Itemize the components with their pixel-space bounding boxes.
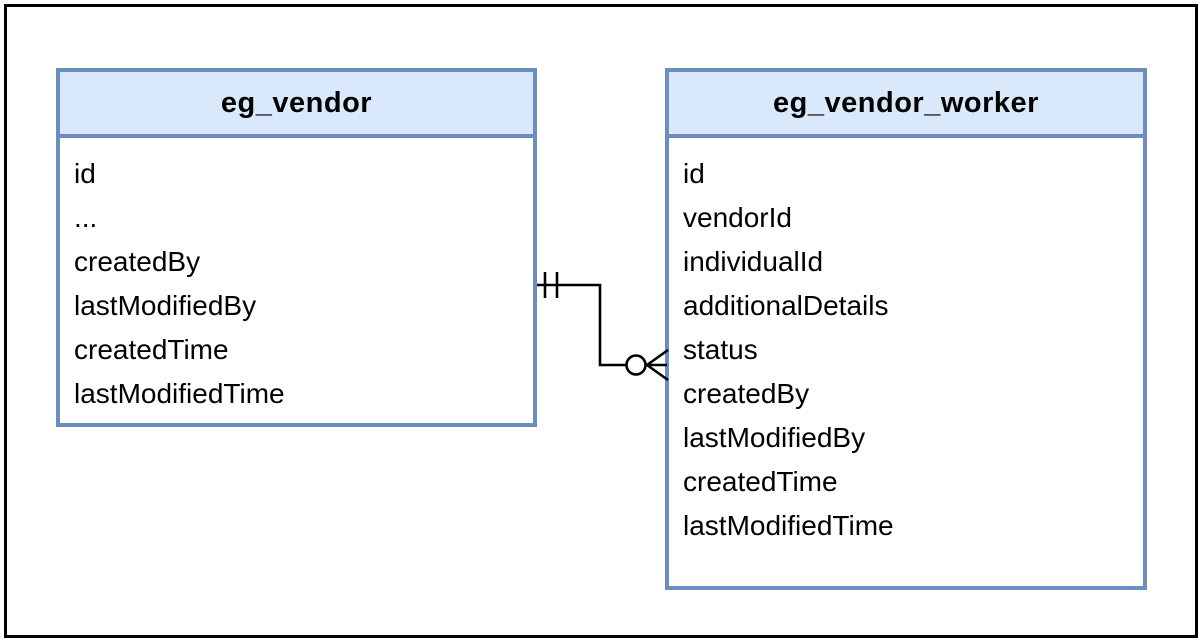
table-field-list: id vendorId individualId additionalDetai… <box>669 138 1143 586</box>
field-row[interactable]: status <box>683 328 1143 372</box>
field-row[interactable]: lastModifiedTime <box>683 504 1143 548</box>
page-border <box>4 4 1198 638</box>
field-row[interactable]: ... <box>74 196 533 240</box>
field-name: additionalDetails <box>683 290 889 321</box>
field-row[interactable]: vendorId <box>683 196 1143 240</box>
table-title: eg_vendor_worker <box>773 86 1039 119</box>
field-name: ... <box>74 202 98 233</box>
field-row[interactable]: createdTime <box>683 460 1143 504</box>
field-name: individualId <box>683 246 824 277</box>
field-row[interactable]: additionalDetails <box>683 284 1143 328</box>
field-row[interactable]: lastModifiedBy <box>74 284 533 328</box>
field-name: lastModifiedTime <box>683 510 894 541</box>
field-name: createdTime <box>74 334 229 365</box>
field-name: createdTime <box>683 466 838 497</box>
field-row[interactable]: lastModifiedBy <box>683 416 1143 460</box>
table-eg-vendor[interactable]: eg_vendor id ... createdBy lastModifiedB… <box>56 68 537 427</box>
table-header: eg_vendor_worker <box>669 72 1143 138</box>
field-name: lastModifiedBy <box>683 422 866 453</box>
field-row[interactable]: createdTime <box>74 328 533 372</box>
field-name: id <box>683 158 705 189</box>
table-field-list: id ... createdBy lastModifiedBy createdT… <box>60 138 533 423</box>
field-name: lastModifiedTime <box>74 378 285 409</box>
field-row[interactable]: createdBy <box>74 240 533 284</box>
field-row[interactable]: createdBy <box>683 372 1143 416</box>
field-row[interactable]: id <box>74 152 533 196</box>
field-row[interactable]: lastModifiedTime <box>74 372 533 416</box>
field-name: lastModifiedBy <box>74 290 257 321</box>
table-title: eg_vendor <box>220 86 373 119</box>
field-name: id <box>74 158 96 189</box>
field-name: vendorId <box>683 202 792 233</box>
field-name: status <box>683 334 758 365</box>
table-header: eg_vendor <box>60 72 533 138</box>
field-row[interactable]: id <box>683 152 1143 196</box>
field-row[interactable]: individualId <box>683 240 1143 284</box>
field-name: createdBy <box>74 246 201 277</box>
table-eg-vendor-worker[interactable]: eg_vendor_worker id vendorId individualI… <box>665 68 1147 590</box>
field-name: createdBy <box>683 378 810 409</box>
